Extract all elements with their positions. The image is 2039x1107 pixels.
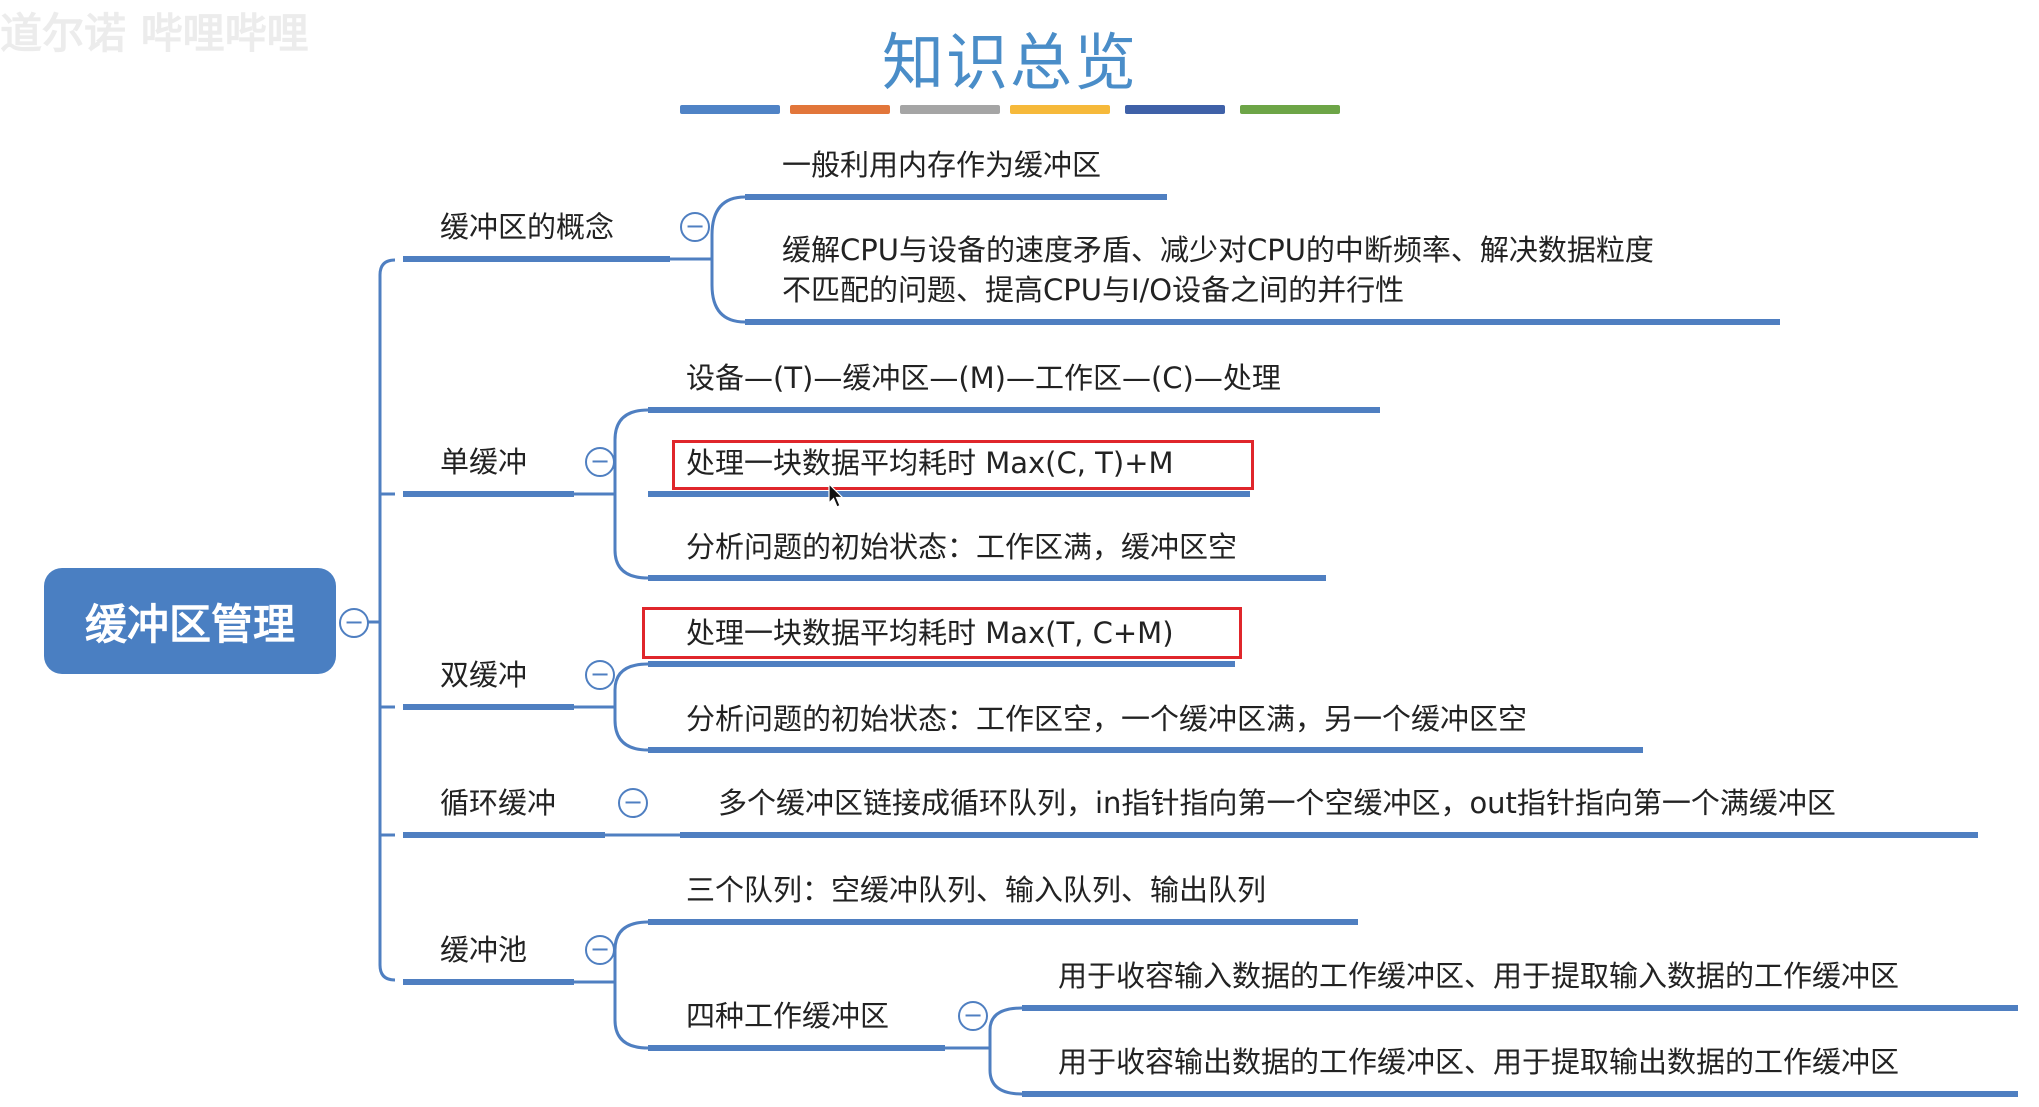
title-stripe-2: [790, 105, 890, 114]
collapse-toggle-double[interactable]: −: [585, 660, 615, 690]
work-buffers-output[interactable]: 用于收容输出数据的工作缓冲区、用于提取输出数据的工作缓冲区: [1058, 1045, 1900, 1079]
branch-buffer-pool[interactable]: 缓冲池: [440, 933, 528, 967]
concept-item-purpose-line-2: 不匹配的问题、提高CPU与I/O设备之间的并行性: [782, 273, 1405, 307]
single-item-flow[interactable]: 设备—(T)—缓冲区—(M)—工作区—(C)—处理: [686, 361, 1281, 395]
ring-item-description[interactable]: 多个缓冲区链接成循环队列，in指针指向第一个空缓冲区，out指针指向第一个满缓冲…: [718, 786, 1836, 820]
title-stripe-6: [1240, 105, 1340, 114]
collapse-toggle-root[interactable]: −: [339, 608, 369, 638]
connector-pool-children: [574, 920, 649, 1050]
connector-workbuffers-children: [945, 1006, 1023, 1096]
title-stripe-3: [900, 105, 1000, 114]
title-stripe-4: [1010, 105, 1110, 114]
branch-double-buffer[interactable]: 双缓冲: [440, 658, 528, 692]
pool-item-queues[interactable]: 三个队列：空缓冲队列、输入队列、输出队列: [686, 873, 1267, 907]
pool-item-work-buffers[interactable]: 四种工作缓冲区: [686, 999, 890, 1033]
watermark: 道尔诺 哔哩哔哩: [0, 9, 309, 58]
title-stripe-1: [680, 105, 780, 114]
collapse-toggle-concept[interactable]: −: [680, 212, 710, 242]
root-node[interactable]: 缓冲区管理: [44, 568, 336, 674]
mouse-cursor-icon: [828, 483, 844, 508]
branch-buffer-concept[interactable]: 缓冲区的概念: [440, 210, 615, 244]
highlight-box-double: [642, 607, 1242, 659]
collapse-toggle-single[interactable]: −: [585, 447, 615, 477]
diagram-title: 知识总览: [881, 26, 1138, 99]
title-stripe-5: [1125, 105, 1225, 114]
branch-single-buffer[interactable]: 单缓冲: [440, 445, 528, 479]
concept-item-purpose[interactable]: 缓解CPU与设备的速度矛盾、减少对CPU的中断频率、解决数据粒度 不匹配的问题、…: [782, 230, 1772, 310]
double-item-initial-state[interactable]: 分析问题的初始状态：工作区空，一个缓冲区满，另一个缓冲区空: [686, 702, 1528, 736]
connector-concept-children: [670, 195, 746, 324]
connector-single-children: [574, 408, 649, 580]
highlight-box-single: [672, 440, 1254, 490]
collapse-toggle-ring[interactable]: −: [618, 788, 648, 818]
concept-item-purpose-line-1: 缓解CPU与设备的速度矛盾、减少对CPU的中断频率、解决数据粒度: [782, 233, 1654, 267]
double-item-time[interactable]: 处理一块数据平均耗时 Max(T, C+M): [686, 616, 1174, 650]
collapse-toggle-work-buffers[interactable]: −: [958, 1001, 988, 1031]
branch-ring-buffer[interactable]: 循环缓冲: [440, 786, 557, 820]
concept-item-memory[interactable]: 一般利用内存作为缓冲区: [782, 148, 1102, 182]
collapse-toggle-pool[interactable]: −: [585, 935, 615, 965]
single-item-time[interactable]: 处理一块数据平均耗时 Max(C, T)+M: [686, 446, 1174, 480]
single-item-initial-state[interactable]: 分析问题的初始状态：工作区满，缓冲区空: [686, 530, 1238, 564]
connector-double-children: [574, 662, 649, 752]
work-buffers-input[interactable]: 用于收容输入数据的工作缓冲区、用于提取输入数据的工作缓冲区: [1058, 959, 1900, 993]
